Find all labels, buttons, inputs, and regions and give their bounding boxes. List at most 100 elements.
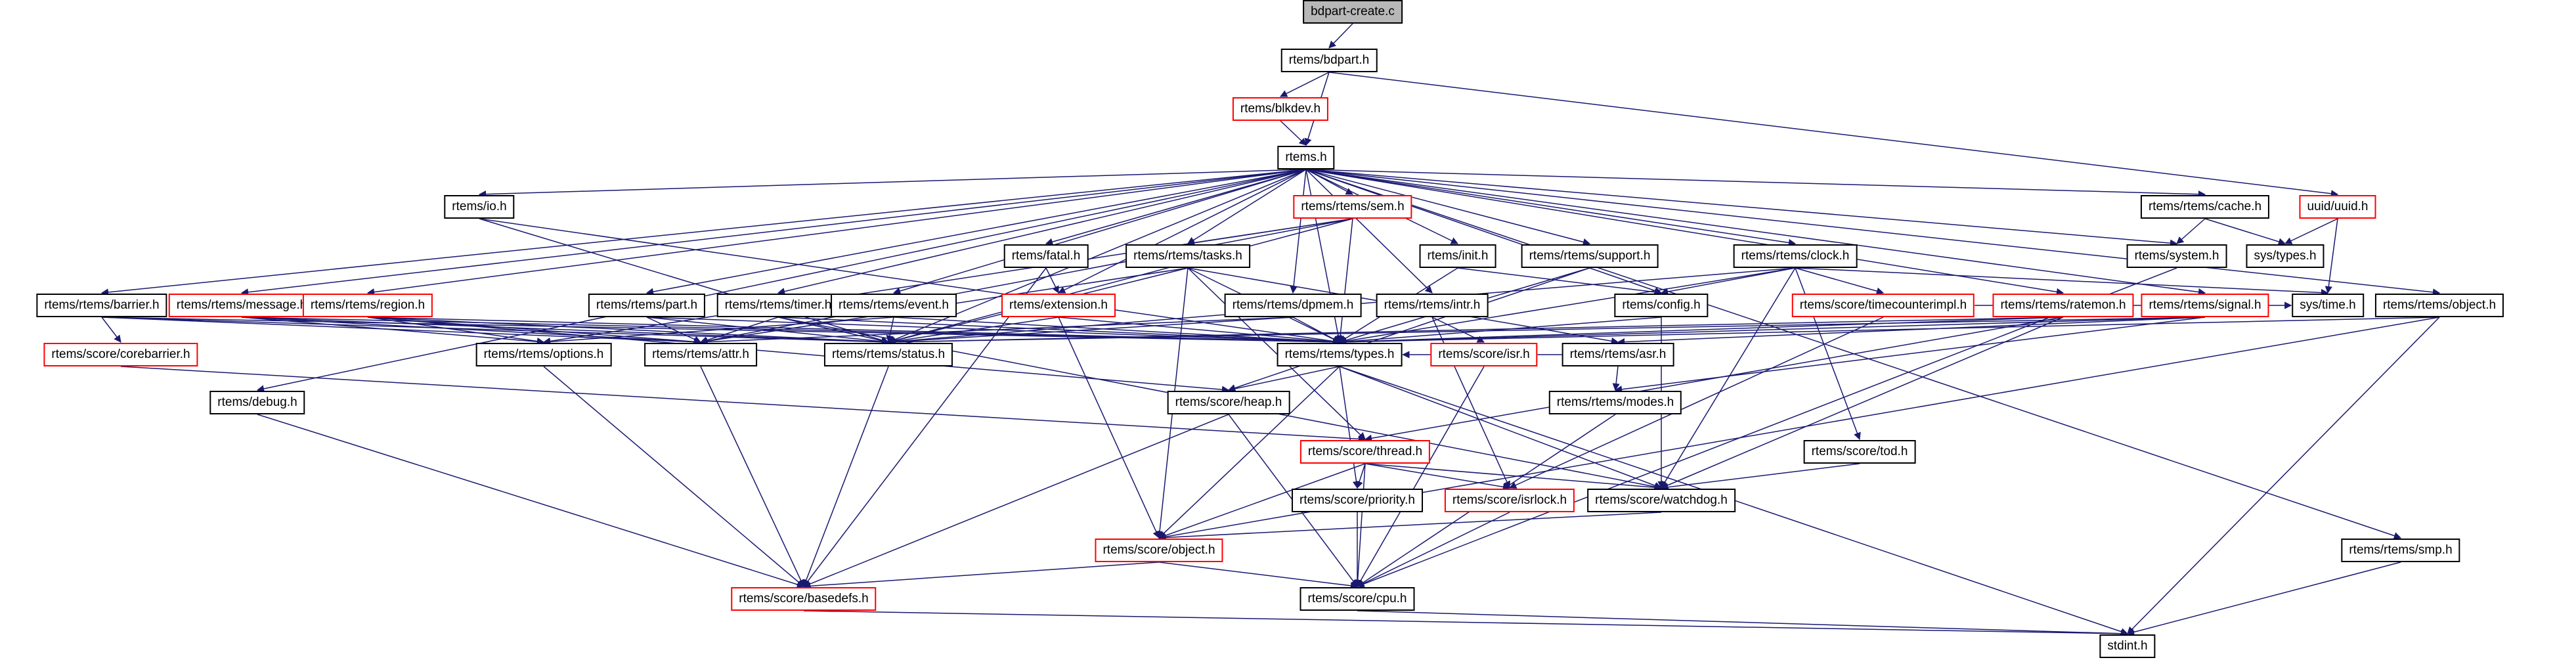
graph-node-signal[interactable]: rtems/rtems/signal.h — [2141, 294, 2269, 317]
graph-node-isr[interactable]: rtems/score/isr.h — [1430, 343, 1538, 366]
edge-uuid-to-systypes — [2284, 218, 2338, 244]
edge-rtems-to-event — [892, 169, 1307, 295]
graph-node-barrier[interactable]: rtems/rtems/barrier.h — [36, 294, 167, 317]
graph-node-intr[interactable]: rtems/rtems/intr.h — [1376, 294, 1489, 317]
edge-rtems-to-ratemon — [1305, 169, 2064, 296]
edge-support-to-heap — [1227, 267, 1590, 392]
edge-message-to-options — [241, 317, 545, 345]
edge-part-to-attr — [646, 317, 702, 343]
graph-node-dpmem[interactable]: rtems/rtems/dpmem.h — [1224, 294, 1362, 317]
graph-node-attr[interactable]: rtems/rtems/attr.h — [644, 343, 757, 366]
graph-node-clock[interactable]: rtems/rtems/clock.h — [1733, 244, 1858, 268]
graph-node-init[interactable]: rtems/init.h — [1419, 244, 1496, 268]
edge-status-to-basedefs — [802, 366, 889, 588]
edge-cpu-to-stdint — [1357, 610, 2129, 638]
edge-clock-to-systime — [1795, 267, 2329, 297]
graph-node-blkdev[interactable]: rtems/blkdev.h — [1232, 97, 1329, 121]
graph-node-status[interactable]: rtems/rtems/status.h — [823, 343, 953, 366]
edge-timer-to-status — [777, 317, 890, 345]
edge-event-to-options — [542, 317, 894, 345]
edge-isrlock-to-cpu — [1356, 512, 1510, 587]
graph-node-basedefs[interactable]: rtems/score/basedefs.h — [731, 587, 877, 611]
graph-node-debug[interactable]: rtems/debug.h — [209, 391, 305, 414]
edge-thread-to-sobject — [1158, 463, 1366, 539]
graph-node-heap[interactable]: rtems/score/heap.h — [1167, 391, 1290, 414]
graph-node-system[interactable]: rtems/system.h — [2126, 244, 2227, 268]
graph-node-thread[interactable]: rtems/score/thread.h — [1299, 440, 1431, 464]
graph-node-support[interactable]: rtems/rtems/support.h — [1521, 244, 1659, 268]
graph-node-robject[interactable]: rtems/rtems/object.h — [2374, 294, 2504, 317]
edge-signal-to-modes — [1614, 317, 2206, 393]
edge-tod-to-watchdog — [1660, 463, 1860, 491]
graph-node-extension[interactable]: rtems/extension.h — [1001, 294, 1116, 317]
edge-rtems-to-intr — [1305, 169, 1433, 294]
edge-rtems-to-extension — [1057, 169, 1307, 294]
graph-node-modes[interactable]: rtems/rtems/modes.h — [1548, 391, 1682, 414]
graph-node-message[interactable]: rtems/rtems/message.h — [168, 294, 315, 317]
graph-node-rtems[interactable]: rtems.h — [1277, 146, 1335, 169]
graph-node-ratemon[interactable]: rtems/rtems/ratemon.h — [1992, 294, 2134, 317]
edge-thread-to-isrlock — [1364, 463, 1511, 491]
edge-rtems-to-config — [1305, 169, 1663, 294]
graph-node-cache[interactable]: rtems/rtems/cache.h — [2140, 195, 2270, 219]
edge-rtems-to-support — [1305, 169, 1591, 246]
edge-robject-to-stdint — [2127, 317, 2440, 634]
graph-node-smp[interactable]: rtems/rtems/smp.h — [2341, 539, 2460, 562]
edge-fatal-to-basedefs — [803, 267, 1047, 587]
edge-barrier-to-status — [101, 317, 890, 346]
graph-node-src: bdpart-create.c — [1303, 0, 1403, 24]
graph-node-fatal[interactable]: rtems/fatal.h — [1003, 244, 1089, 268]
graph-node-options[interactable]: rtems/rtems/options.h — [475, 343, 612, 366]
graph-node-isrlock[interactable]: rtems/score/isrlock.h — [1444, 489, 1575, 512]
edge-blkdev-to-rtems — [1280, 120, 1307, 146]
graph-node-corebarrier[interactable]: rtems/score/corebarrier.h — [43, 343, 198, 366]
edge-rtems-to-region — [366, 169, 1307, 296]
edge-rtems-to-system — [1305, 169, 2178, 247]
edge-clock-to-tcimpl — [1795, 267, 1885, 295]
edge-types-to-watchdog — [1339, 366, 1663, 489]
edge-io-to-status — [479, 218, 890, 344]
graph-node-sem[interactable]: rtems/rtems/sem.h — [1293, 195, 1412, 219]
graph-node-uuid[interactable]: uuid/uuid.h — [2299, 195, 2376, 219]
graph-node-watchdog[interactable]: rtems/score/watchdog.h — [1587, 489, 1736, 512]
graph-node-asr[interactable]: rtems/rtems/asr.h — [1561, 343, 1674, 366]
graph-node-tasks[interactable]: rtems/rtems/tasks.h — [1125, 244, 1250, 268]
graph-node-config[interactable]: rtems/config.h — [1614, 294, 1709, 317]
edge-rtems-to-message — [240, 169, 1307, 296]
edge-region-to-heap — [367, 317, 1230, 393]
edge-robject-to-types — [1338, 317, 2440, 346]
graph-node-sobject[interactable]: rtems/score/object.h — [1095, 539, 1223, 562]
graph-node-bdpart[interactable]: rtems/bdpart.h — [1280, 49, 1378, 72]
edge-clock-to-types — [1338, 267, 1796, 345]
graph-node-event[interactable]: rtems/rtems/event.h — [831, 294, 957, 317]
graph-node-systypes[interactable]: sys/types.h — [2246, 244, 2325, 268]
graph-node-region[interactable]: rtems/rtems/region.h — [302, 294, 433, 317]
graph-node-part[interactable]: rtems/rtems/part.h — [588, 294, 706, 317]
edge-signal-to-status — [887, 317, 2206, 346]
edge-sem-to-options — [542, 218, 1353, 345]
graph-node-stdint[interactable]: stdint.h — [2099, 634, 2156, 658]
graph-node-types[interactable]: rtems/rtems/types.h — [1277, 343, 1403, 366]
edge-src-to-bdpart — [1328, 23, 1353, 49]
edge-rtems-to-cache — [1305, 169, 2206, 198]
graph-node-cpu[interactable]: rtems/score/cpu.h — [1299, 587, 1415, 611]
edge-sem-to-types — [1336, 218, 1353, 343]
edge-message-to-status — [241, 317, 890, 346]
graph-node-priority[interactable]: rtems/score/priority.h — [1292, 489, 1423, 512]
edge-rtems-to-debug — [256, 169, 1307, 393]
graph-node-tcimpl[interactable]: rtems/score/timecounterimpl.h — [1791, 294, 1975, 317]
edge-clock-to-config — [1660, 267, 1796, 296]
edge-rtems-to-dpmem — [1290, 169, 1307, 294]
graph-node-tod[interactable]: rtems/score/tod.h — [1803, 440, 1916, 464]
graph-node-systime[interactable]: sys/time.h — [2292, 294, 2364, 317]
edge-rtems-to-fatal — [1045, 169, 1307, 246]
graph-node-io[interactable]: rtems/io.h — [444, 195, 515, 219]
edge-extension-to-status — [887, 317, 1059, 345]
edge-types-to-sobject — [1158, 366, 1340, 539]
edge-tasks-to-thread — [1187, 267, 1366, 440]
edge-ratemon-to-watchdog — [1660, 317, 2064, 489]
graph-node-timer[interactable]: rtems/rtems/timer.h — [716, 294, 840, 317]
edge-fatal-to-extension — [1045, 267, 1059, 294]
